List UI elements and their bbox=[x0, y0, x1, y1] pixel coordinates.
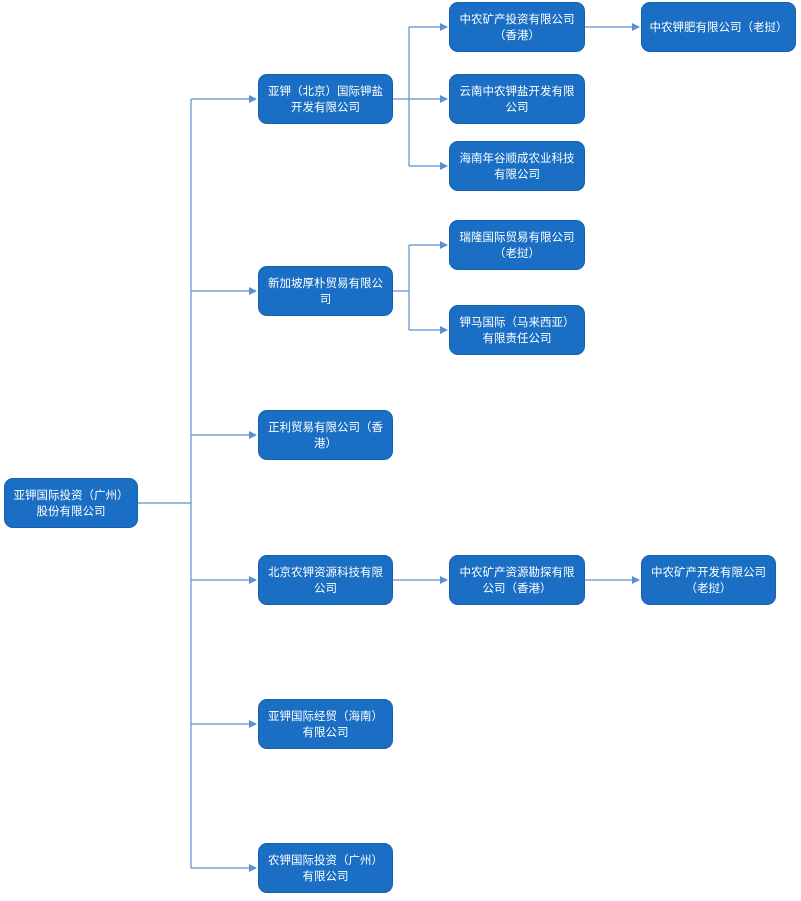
node-beijing-nongjia-label: 北京农钾资源科技有限 公司 bbox=[268, 565, 383, 595]
node-nongjia-guangzhou-label: 农钾国际投资（广州） 有限公司 bbox=[268, 853, 383, 883]
node-jiama-malaysia[interactable]: 钾马国际（马来西亚） 有限责任公司 bbox=[449, 305, 585, 355]
node-zhongnong-mining-hk[interactable]: 中农矿产投资有限公司 （香港） bbox=[449, 2, 585, 52]
node-zhongnong-exploration-hk[interactable]: 中农矿产资源勘探有限 公司（香港） bbox=[449, 555, 585, 605]
node-zhongnong-mining-dev-laos[interactable]: 中农矿产开发有限公司 （老挝） bbox=[641, 555, 776, 605]
node-yajia-beijing[interactable]: 亚钾（北京）国际钾盐 开发有限公司 bbox=[258, 74, 393, 124]
node-ruilong-trading-label: 瑞隆国际贸易有限公司 （老挝） bbox=[459, 230, 575, 260]
node-hainan-niangu-label: 海南年谷顺成农业科技 有限公司 bbox=[459, 151, 575, 181]
node-jiama-malaysia-label: 钾马国际（马来西亚） 有限责任公司 bbox=[459, 315, 575, 345]
node-yajia-beijing-label: 亚钾（北京）国际钾盐 开发有限公司 bbox=[268, 84, 383, 114]
node-nongjia-guangzhou[interactable]: 农钾国际投资（广州） 有限公司 bbox=[258, 843, 393, 893]
node-root-company[interactable]: 亚钾国际投资（广州） 股份有限公司 bbox=[4, 478, 138, 528]
node-zhongnong-mining-dev-laos-label: 中农矿产开发有限公司 （老挝） bbox=[651, 565, 766, 595]
node-zhongnong-fertilizer-laos-label: 中农钾肥有限公司（老挝） bbox=[649, 20, 788, 34]
node-yunnan-zhongnong[interactable]: 云南中农钾盐开发有限 公司 bbox=[449, 74, 585, 124]
node-zhongnong-exploration-hk-label: 中农矿产资源勘探有限 公司（香港） bbox=[459, 565, 575, 595]
node-singapore-houpu[interactable]: 新加坡厚朴贸易有限公 司 bbox=[258, 266, 393, 316]
node-yunnan-zhongnong-label: 云南中农钾盐开发有限 公司 bbox=[459, 84, 575, 114]
node-zhongnong-mining-hk-label: 中农矿产投资有限公司 （香港） bbox=[459, 12, 575, 42]
node-zhengli-trading-label: 正利贸易有限公司（香 港） bbox=[268, 420, 383, 450]
node-beijing-nongjia[interactable]: 北京农钾资源科技有限 公司 bbox=[258, 555, 393, 605]
node-yajia-hainan-label: 亚钾国际经贸（海南） 有限公司 bbox=[268, 709, 383, 739]
node-ruilong-trading[interactable]: 瑞隆国际贸易有限公司 （老挝） bbox=[449, 220, 585, 270]
node-root-company-label: 亚钾国际投资（广州） 股份有限公司 bbox=[13, 488, 129, 518]
node-zhengli-trading[interactable]: 正利贸易有限公司（香 港） bbox=[258, 410, 393, 460]
node-zhongnong-fertilizer-laos[interactable]: 中农钾肥有限公司（老挝） bbox=[641, 2, 796, 52]
node-hainan-niangu[interactable]: 海南年谷顺成农业科技 有限公司 bbox=[449, 141, 585, 191]
node-yajia-hainan[interactable]: 亚钾国际经贸（海南） 有限公司 bbox=[258, 699, 393, 749]
node-singapore-houpu-label: 新加坡厚朴贸易有限公 司 bbox=[268, 276, 383, 306]
